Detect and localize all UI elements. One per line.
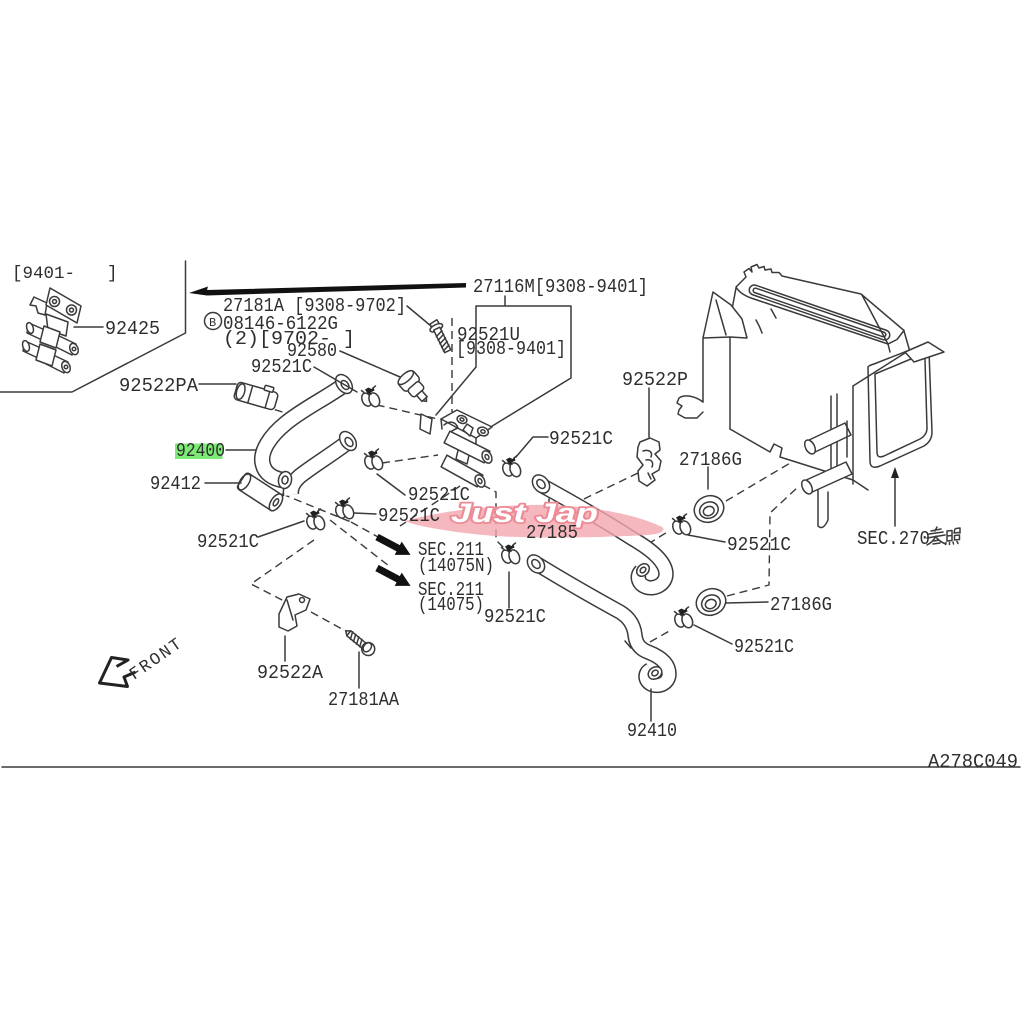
svg-text:27181A [9308-9702]: 27181A [9308-9702] — [223, 295, 406, 317]
svg-text:92580: 92580 — [287, 340, 337, 362]
svg-text:92521C: 92521C — [484, 606, 546, 628]
svg-text:92521C: 92521C — [549, 428, 613, 450]
svg-text:[9401-: [9401- — [12, 264, 75, 284]
svg-text:92522P: 92522P — [622, 369, 688, 391]
svg-text:92425: 92425 — [105, 318, 160, 340]
svg-text:(2)[9702- ]: (2)[9702- ] — [223, 328, 355, 350]
svg-text:(14075N): (14075N) — [418, 555, 494, 577]
svg-text:27116M[9308-9401]: 27116M[9308-9401] — [473, 276, 648, 298]
svg-text:[9308-9401]: [9308-9401] — [456, 338, 566, 360]
svg-text:92412: 92412 — [150, 473, 201, 495]
svg-text:92410: 92410 — [627, 720, 677, 742]
svg-text:92521C: 92521C — [251, 356, 312, 378]
svg-text:SEC.211: SEC.211 — [418, 539, 484, 561]
svg-text:27181AA: 27181AA — [328, 689, 400, 711]
svg-text:92521C: 92521C — [727, 534, 791, 556]
svg-text:B: B — [209, 316, 216, 330]
svg-text:27185: 27185 — [526, 522, 578, 544]
svg-text:27186G: 27186G — [770, 594, 832, 616]
svg-text:(14075): (14075) — [418, 594, 484, 616]
svg-text:92400: 92400 — [176, 440, 225, 462]
svg-text:92522PA: 92522PA — [119, 375, 199, 397]
svg-text:SEC.270: SEC.270 — [857, 528, 930, 550]
svg-text:08146-6122G: 08146-6122G — [223, 313, 338, 335]
svg-text:27186G: 27186G — [679, 449, 742, 471]
svg-text:92521C: 92521C — [408, 484, 470, 506]
svg-text:92521C: 92521C — [734, 636, 794, 658]
svg-text:92522A: 92522A — [257, 662, 324, 684]
svg-text:Just Jap: Just Jap — [451, 498, 598, 528]
svg-text:92521C: 92521C — [197, 531, 259, 553]
svg-text:]: ] — [107, 264, 118, 284]
svg-text:A278C049: A278C049 — [928, 751, 1018, 773]
svg-text:92521C: 92521C — [378, 505, 440, 527]
svg-text:SEC.211: SEC.211 — [418, 579, 484, 601]
svg-text:92521U: 92521U — [457, 324, 520, 346]
